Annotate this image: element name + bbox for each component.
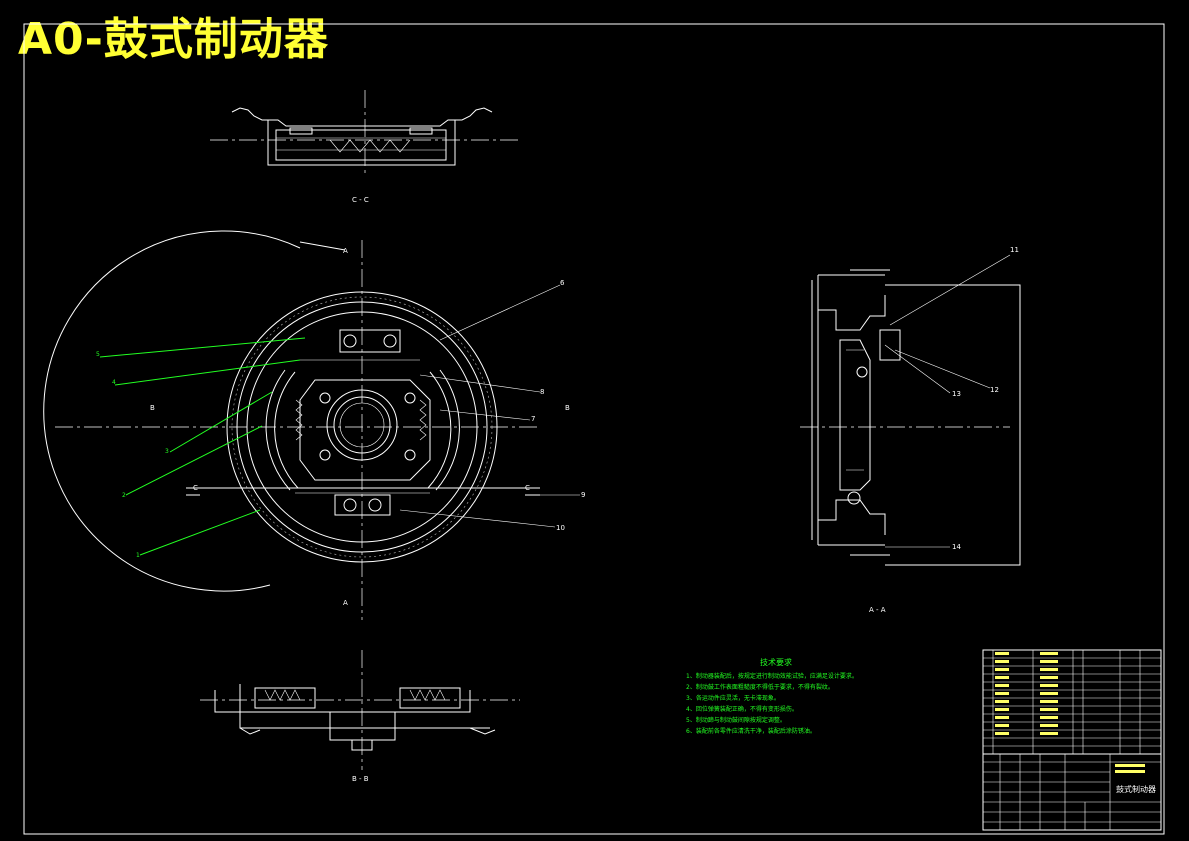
title-block-drawing-name: 鼓式制动器: [1116, 784, 1156, 794]
callout-3: 3: [165, 448, 169, 455]
callout-8: 8: [540, 388, 544, 396]
section-label-cc: C - C: [352, 196, 369, 204]
front-view: A B B C C: [43, 230, 585, 620]
callout-13: 13: [952, 390, 961, 398]
drawing-title: A0-鼓式制动器: [18, 14, 329, 65]
section-mark-b-left: B: [150, 404, 155, 412]
title-block: 鼓式制动器: [982, 649, 1162, 831]
callout-11: 11: [1010, 246, 1019, 254]
callout-2: 2: [122, 492, 126, 499]
tech-req-item-5: 5、制动蹄与制动鼓间隙按规定调整。: [686, 716, 786, 724]
section-mark-a-bottom: A: [343, 599, 348, 607]
callout-9: 9: [581, 491, 585, 499]
callout-4: 4: [112, 379, 116, 386]
tech-req-item-3: 3、各运动件应灵活，无卡滞现象。: [686, 694, 780, 702]
tech-req-item-2: 2、制动鼓工作表面粗糙度不得低于要求，不得有裂纹。: [686, 683, 834, 691]
tech-req-heading: 技术要求: [760, 657, 792, 667]
callout-1: 1: [136, 552, 140, 559]
tech-req-item-6: 6、装配前各零件应清洗干净，装配后涂防锈油。: [686, 727, 816, 735]
sheet-border: [23, 23, 1165, 835]
section-mark-b-right: B: [565, 404, 570, 412]
technical-requirements: 技术要求 1、制动器装配后，按规定进行制动效能试验，应满足设计要求。 2、制动鼓…: [686, 657, 858, 735]
callout-6: 6: [560, 279, 565, 287]
callout-10: 10: [556, 524, 565, 532]
section-label-bb: B - B: [352, 775, 369, 783]
section-mark-a-top: A: [343, 247, 348, 255]
section-label-aa: A - A: [869, 606, 886, 614]
tech-req-item-4: 4、回位弹簧装配正确，不得有变形损伤。: [686, 705, 798, 713]
callout-5: 5: [96, 351, 100, 358]
tech-req-item-1: 1、制动器装配后，按规定进行制动效能试验，应满足设计要求。: [686, 672, 858, 680]
section-view-bb: B - B: [200, 650, 520, 783]
callout-14: 14: [952, 543, 961, 551]
callout-7: 7: [531, 415, 535, 423]
callout-12: 12: [990, 386, 999, 394]
section-view-cc: C - C: [210, 90, 520, 204]
section-view-aa: 11 12 13 14 A - A: [800, 246, 1021, 614]
